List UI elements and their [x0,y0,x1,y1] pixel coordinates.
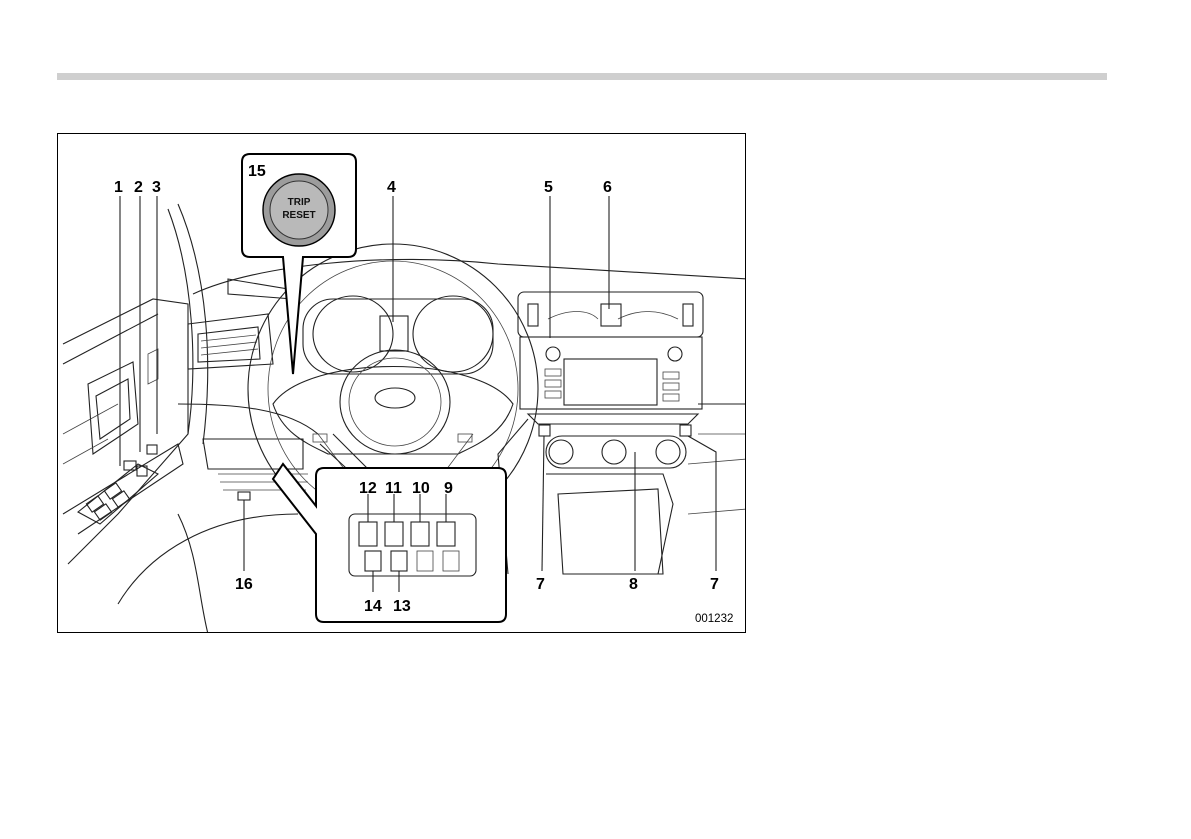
callout-8: 8 [629,576,638,593]
callout-16: 16 [235,576,253,593]
dashboard-figure: TRIP RESET 1 2 3 4 [57,133,746,633]
callout-7-left: 7 [536,576,545,593]
figure-code: 001232 [695,613,733,625]
window-switch-panel [78,445,158,524]
trip-label: TRIP [288,197,311,208]
callout-9: 9 [444,480,453,497]
callout-10: 10 [412,480,430,497]
center-console [498,292,746,574]
callout-13: 13 [393,598,411,615]
callout-6: 6 [603,179,612,196]
callout-2: 2 [134,179,143,196]
callout-4: 4 [387,179,396,196]
reset-label: RESET [282,210,315,221]
callout-11: 11 [385,480,402,497]
dashboard-illustration: TRIP RESET 1 2 3 4 [58,134,746,633]
callout-15: 15 [248,163,266,180]
callout-14: 14 [364,598,382,615]
callout-3: 3 [152,179,161,196]
header-rule [57,73,1107,80]
door-panel [63,204,208,564]
callout-1: 1 [114,179,123,196]
callout-12: 12 [359,480,377,497]
callout-5: 5 [544,179,553,196]
callout-7-right: 7 [710,576,719,593]
